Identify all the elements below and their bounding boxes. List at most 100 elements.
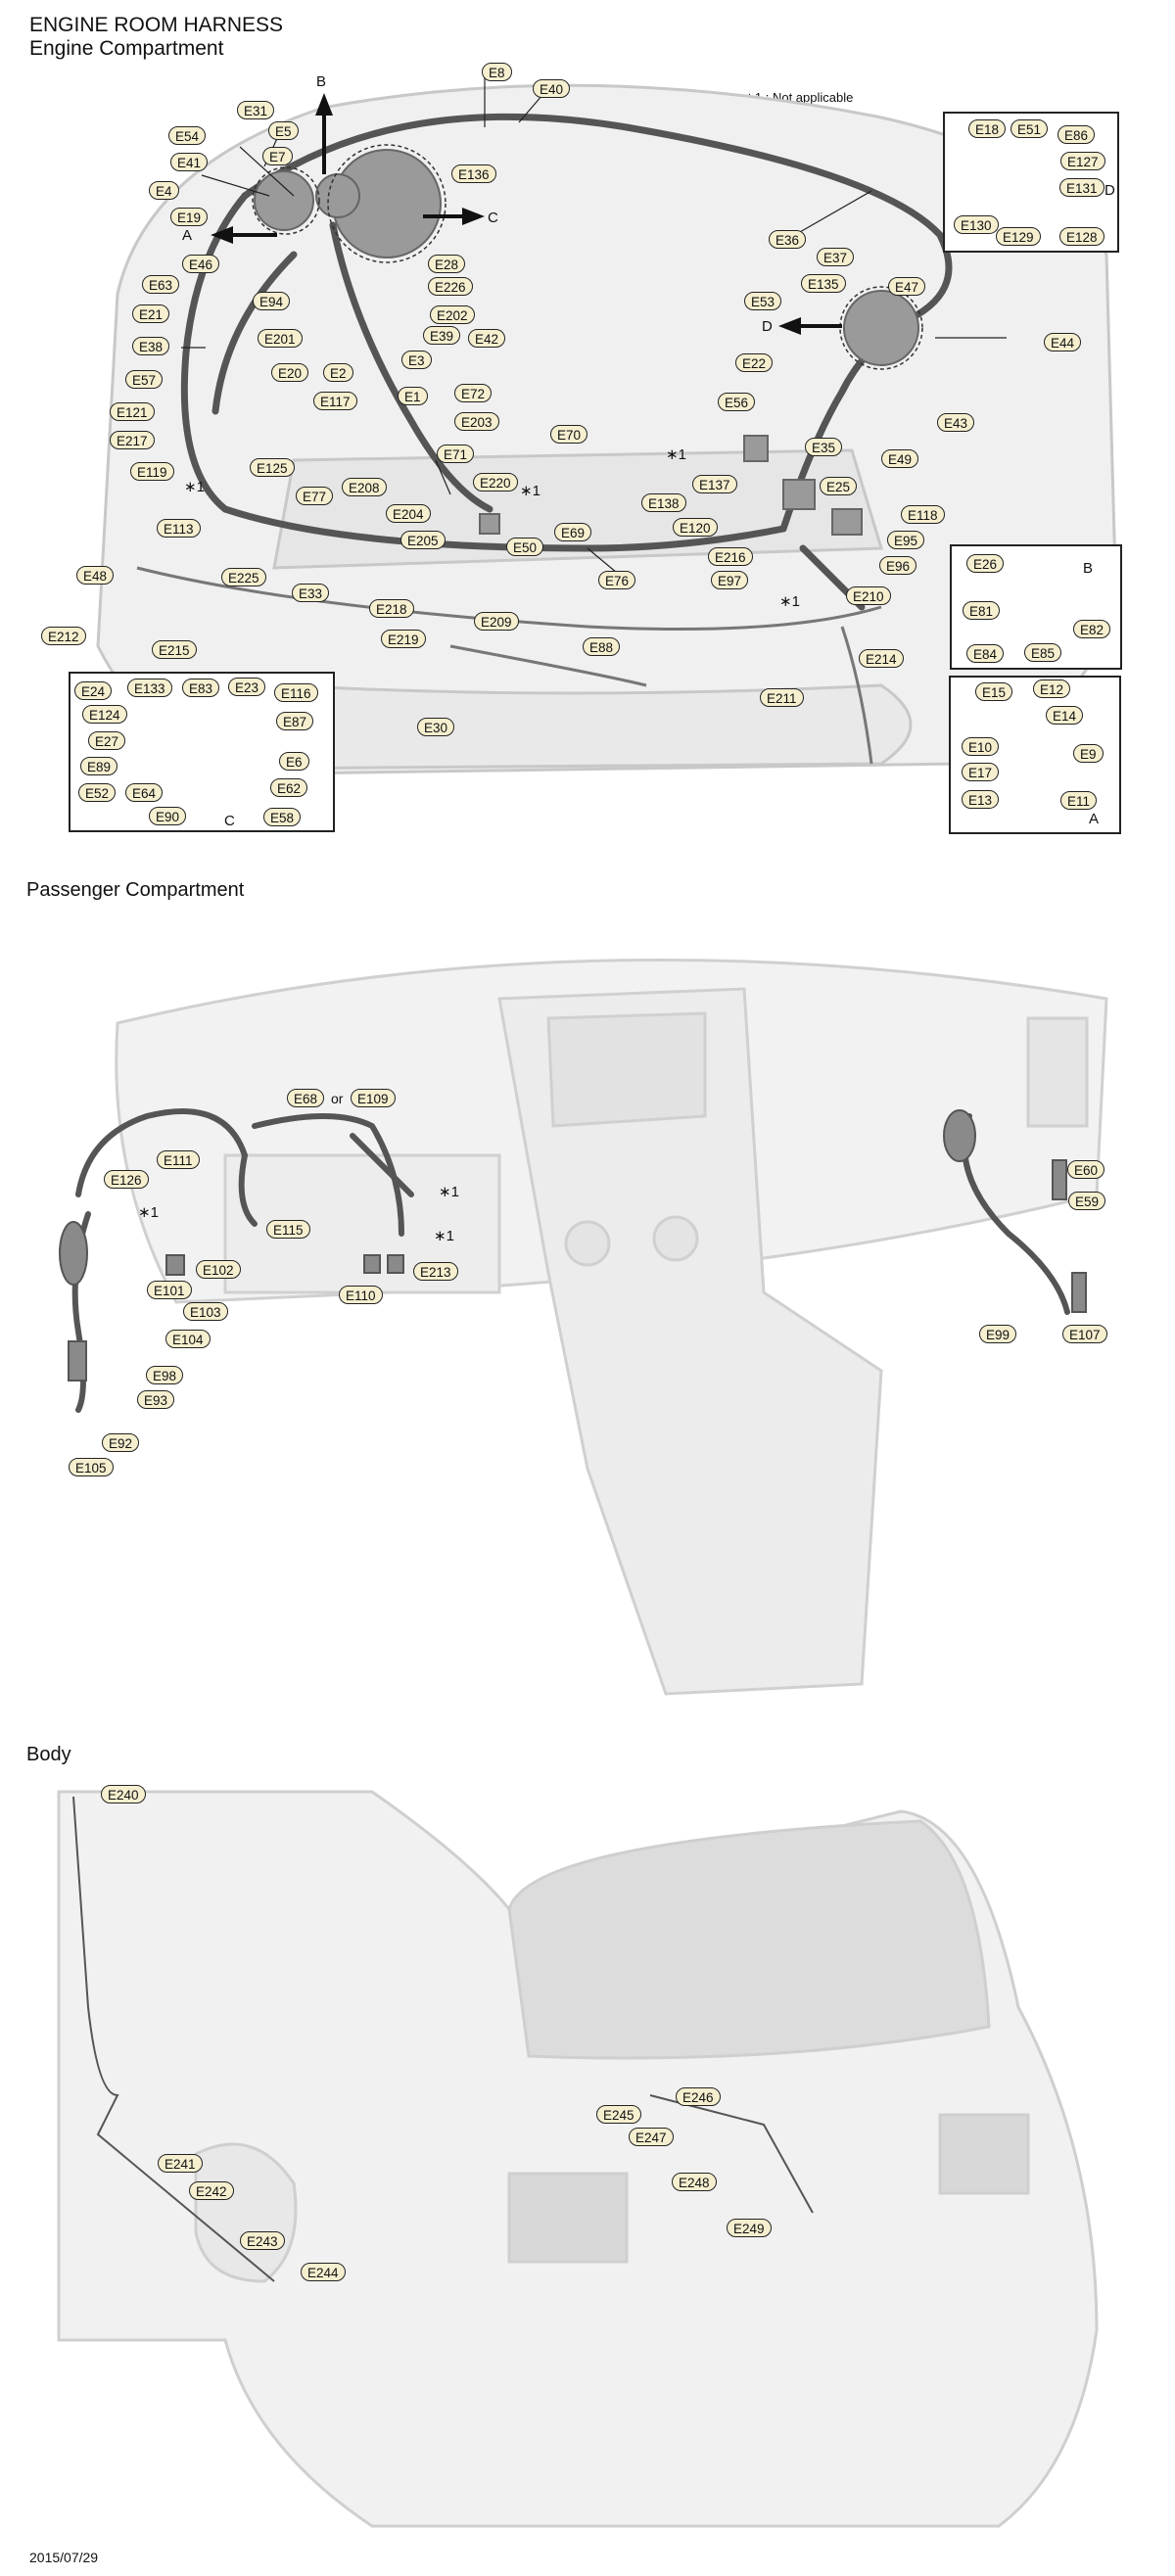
connector-label-e242: E242 [189,2181,234,2200]
connector-label-e35: E35 [805,438,843,456]
connector-label-e95: E95 [887,531,925,549]
connector-label-e44: E44 [1044,333,1082,351]
connector-label-e110: E110 [339,1286,383,1304]
connector-label-e209: E209 [474,612,519,631]
connector-label-e214: E214 [859,649,904,668]
connector-label-e203: E203 [454,412,499,431]
connector-label-e90: E90 [149,807,187,825]
connector-label-e7: E7 [262,147,293,165]
connector-label-e27: E27 [88,731,126,750]
connector-label-e241: E241 [158,2154,203,2173]
connector-label-e31: E31 [237,101,275,119]
connector-label-e103: E103 [183,1302,228,1321]
connector-label-e246: E246 [676,2087,721,2106]
connector-label-e96: E96 [879,556,917,575]
connector-label-e53: E53 [744,292,782,310]
section-body-title: Body [26,1744,71,1765]
not-applicable-mark: ∗1 [779,593,800,610]
connector-label-e247: E247 [629,2128,674,2146]
connector-label-e30: E30 [417,718,455,736]
connector-label-e98: E98 [146,1366,184,1384]
connector-label-e69: E69 [554,523,592,541]
connector-label-e125: E125 [250,458,295,477]
or-word: or [331,1091,344,1106]
connector-label-e87: E87 [276,712,314,730]
connector-label-e2: E2 [323,363,353,382]
not-applicable-mark: ∗1 [184,479,205,495]
connector-label-e42: E42 [468,329,506,348]
connector-label-e19: E19 [170,208,209,226]
connector-label-e215: E215 [152,640,197,659]
not-applicable-mark: ∗1 [520,483,540,499]
connector-label-e130: E130 [954,215,999,234]
connector-label-e18: E18 [968,119,1007,138]
connector-label-e4: E4 [149,181,179,200]
connector-label-e208: E208 [342,478,387,496]
connector-label-e88: E88 [583,637,621,656]
circle-d-marker: D [1104,182,1115,199]
connector-label-e84: E84 [966,644,1005,663]
connector-label-e70: E70 [550,425,588,444]
connector-label-e131: E131 [1059,178,1104,197]
connector-label-e104: E104 [165,1330,211,1348]
connector-label-e48: E48 [76,566,115,585]
connector-label-e201: E201 [258,329,303,348]
connector-label-e1: E1 [398,387,428,405]
connector-label-e50: E50 [506,538,544,556]
connector-label-e11: E11 [1060,791,1098,810]
connector-label-e93: E93 [137,1390,175,1409]
connector-label-e113: E113 [157,519,201,538]
connector-label-e15: E15 [975,682,1013,701]
connector-label-e116: E116 [274,683,318,702]
circle-c-marker: C [488,210,498,226]
connector-label-e3: E3 [401,351,432,369]
not-applicable-mark: ∗1 [434,1228,454,1244]
connector-label-e213: E213 [413,1262,458,1281]
connector-label-e28: E28 [428,255,466,273]
connector-label-e220: E220 [473,473,518,492]
connector-label-e12: E12 [1033,679,1071,698]
connector-label-e41: E41 [170,153,209,171]
connector-label-e249: E249 [727,2219,772,2237]
not-applicable-mark: ∗1 [439,1184,459,1200]
section-passenger-title: Passenger Compartment [26,879,245,901]
connector-label-e46: E46 [182,255,220,273]
connector-label-e127: E127 [1060,152,1105,170]
connector-label-e63: E63 [142,275,180,294]
connector-label-e43: E43 [937,413,975,432]
connector-label-e124: E124 [82,705,127,724]
connector-label-e101: E101 [147,1281,192,1299]
connector-label-e243: E243 [240,2231,285,2250]
connector-label-e97: E97 [711,571,749,589]
connector-label-e216: E216 [708,547,753,566]
connector-label-e38: E38 [132,337,170,355]
connector-label-e6: E6 [279,752,309,771]
connector-label-e217: E217 [110,431,155,449]
page-title: ENGINE ROOM HARNESS [29,14,284,36]
connector-label-e202: E202 [430,305,475,324]
connector-label-e64: E64 [125,783,164,802]
connector-label-e76: E76 [598,571,636,589]
connector-label-e245: E245 [596,2105,641,2124]
connector-label-e109: E109 [351,1089,396,1107]
circle-a-marker: A [182,227,193,244]
connector-label-e33: E33 [292,584,330,602]
connector-label-e24: E24 [74,681,113,700]
connector-label-e118: E118 [901,505,945,524]
connector-label-e115: E115 [266,1220,310,1239]
date-stamp: 2015/07/29 [29,2550,99,2565]
connector-label-e40: E40 [533,79,571,98]
connector-label-e248: E248 [672,2173,717,2191]
connector-label-e57: E57 [125,370,164,389]
connector-label-e39: E39 [423,326,461,345]
connector-label-e23: E23 [228,678,266,696]
connector-label-e72: E72 [454,384,493,402]
connector-label-e138: E138 [641,493,686,512]
circle-b-marker: B [1083,560,1094,577]
connector-label-e225: E225 [221,568,266,586]
connector-label-e13: E13 [962,790,1000,809]
connector-label-e14: E14 [1046,706,1084,725]
connector-label-e8: E8 [482,63,512,81]
connector-label-e126: E126 [104,1170,149,1189]
connector-label-e58: E58 [263,808,302,826]
